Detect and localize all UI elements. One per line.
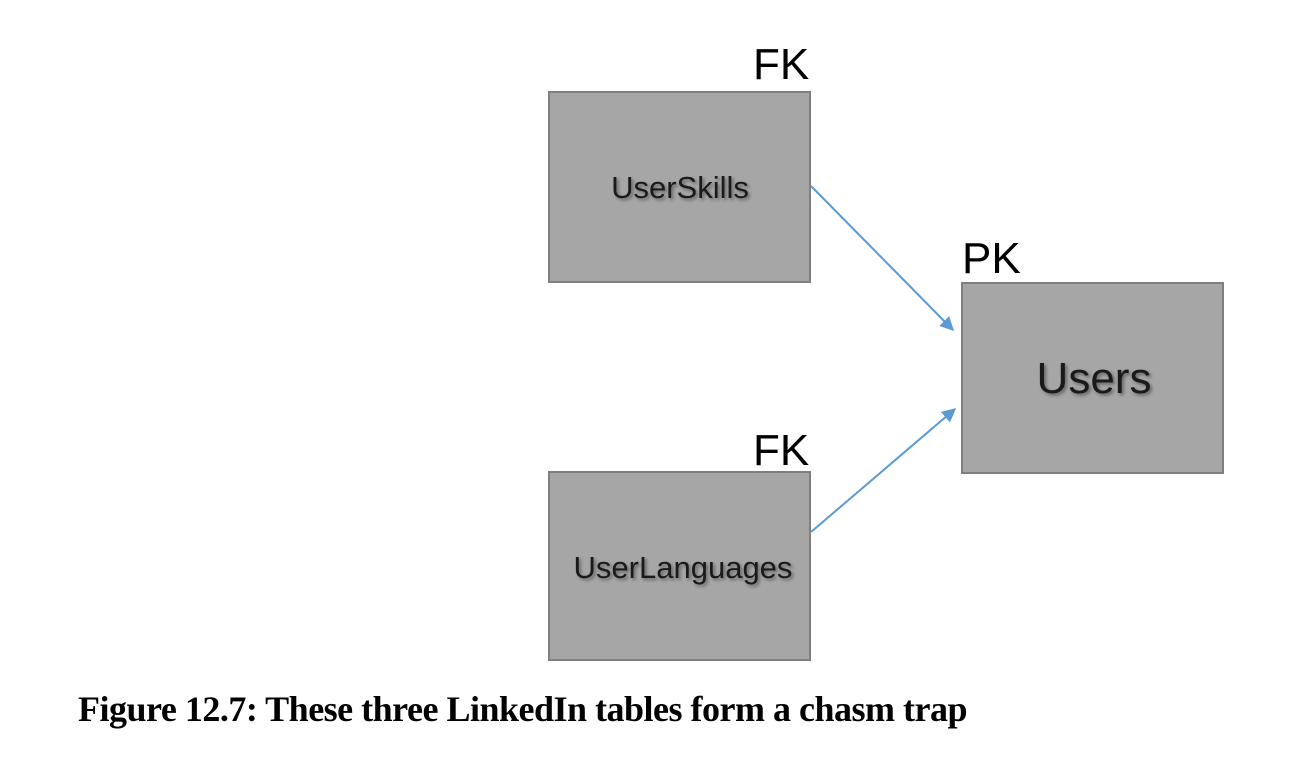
userlanguages-fk-label: FK: [753, 426, 809, 475]
users-table-label: Users: [1037, 354, 1152, 403]
userskills-table-box: [548, 91, 811, 283]
userlanguages-to-users-arrow: [810, 408, 957, 533]
userlanguages-table-label: UserLanguages: [574, 550, 793, 585]
userskills-to-users-arrow: [810, 185, 954, 331]
users-table-box: [961, 282, 1224, 474]
figure-caption: Figure 12.7: These three LinkedIn tables…: [78, 689, 967, 729]
userskills-fk-label: FK: [753, 40, 809, 89]
users-pk-label: PK: [962, 234, 1021, 283]
userlanguages-table-box: [548, 471, 811, 661]
userskills-table-label: UserSkills: [611, 170, 749, 205]
